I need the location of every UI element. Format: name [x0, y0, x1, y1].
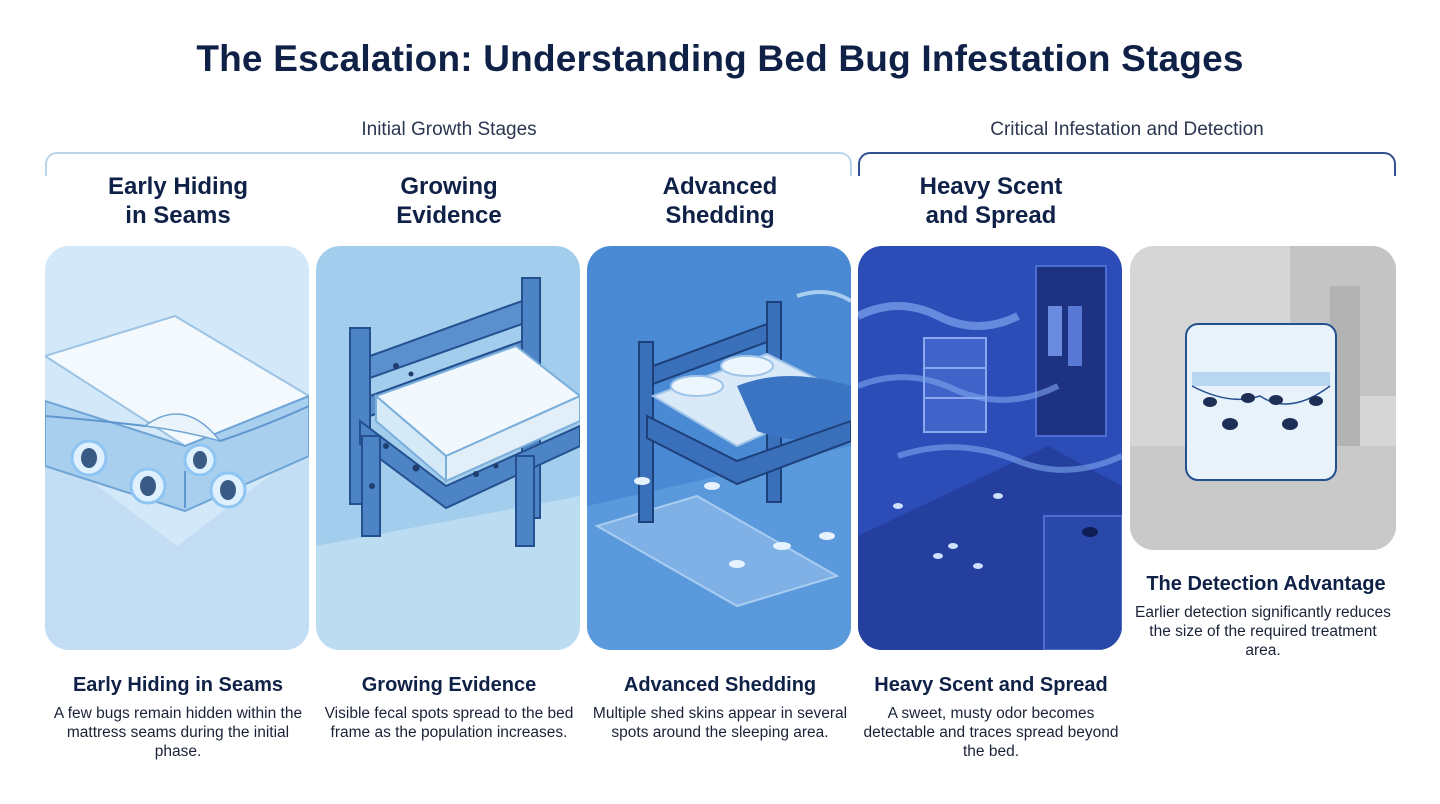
stage-illustration-4 [858, 246, 1122, 650]
detection-description: Earlier detection significantly reduces … [1135, 604, 1391, 659]
stage-description-1: A few bugs remain hidden within the matt… [53, 705, 303, 760]
stage-title-2: Growing Evidence [361, 674, 537, 696]
page-title: The Escalation: Understanding Bed Bug In… [196, 38, 1244, 79]
shed-skins-illustration [587, 246, 851, 650]
stage-description-3: Multiple shed skins appear in several sp… [592, 705, 848, 741]
stage-title-4: Heavy Scent and Spread [874, 674, 1108, 696]
stage-title-1: Early Hiding in Seams [72, 674, 284, 696]
stage-illustration-3 [587, 246, 851, 650]
stage-description-2: Visible fecal spots spread to the bed fr… [324, 705, 574, 741]
stage-description-4: A sweet, musty odor becomes detectable a… [863, 705, 1119, 760]
group-label-initial: Initial Growth Stages [361, 119, 537, 140]
detection-illustration [1130, 246, 1396, 550]
mattress-seams-illustration [45, 246, 309, 650]
scent-spread-illustration [858, 246, 1122, 650]
group-bracket-initial [45, 152, 852, 176]
bed-frame-illustration [316, 246, 580, 650]
stage-illustration-2 [316, 246, 580, 650]
stage-title-3: Advanced Shedding [623, 674, 817, 696]
group-label-critical: Critical Infestation and Detection [990, 119, 1264, 140]
stage-illustration-1 [45, 246, 309, 650]
group-bracket-critical [858, 152, 1396, 176]
detection-title: The Detection Advantage [1146, 573, 1386, 595]
detection-zoom-illustration [1130, 246, 1396, 550]
